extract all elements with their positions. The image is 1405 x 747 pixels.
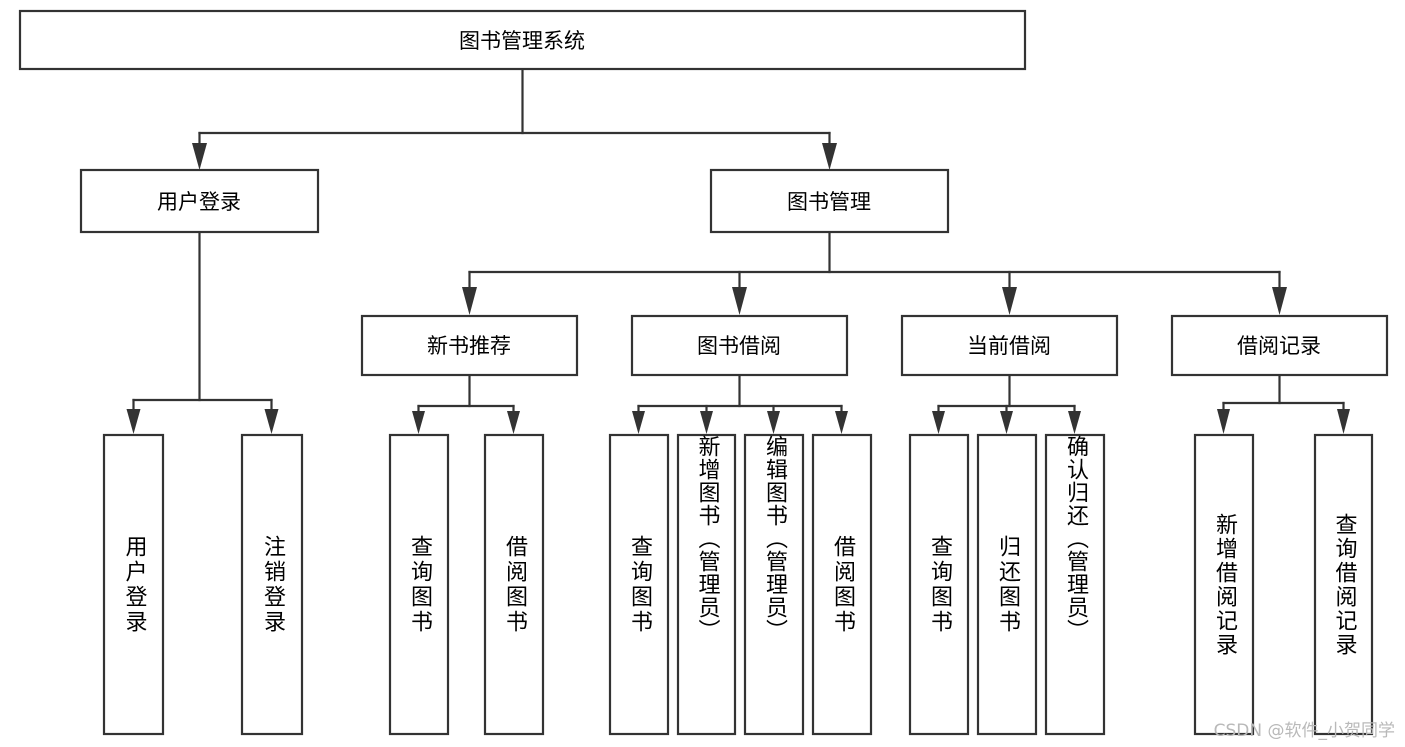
node-leaf-query-record-label: 查询借阅记录 [1331, 512, 1357, 657]
arrowhead-leaf-logout-login [264, 409, 279, 434]
node-leaf-confirm-return-label: 确认归还（管理员） [1063, 435, 1088, 642]
node-book-manage-box[interactable] [709, 168, 950, 234]
node-book-borrow[interactable]: 图书借阅 [630, 314, 849, 377]
arrowhead-current-borrow [1002, 287, 1017, 315]
node-root-box[interactable] [18, 9, 1027, 71]
node-leaf-user-login-label: 用户登录 [121, 534, 147, 635]
node-new-book-recommend[interactable]: 新书推荐 [360, 314, 579, 377]
arrowhead-book-borrow [732, 287, 747, 315]
arrowhead-leaf-query-record [1337, 409, 1350, 434]
node-user-login[interactable]: 用户登录 [79, 168, 320, 234]
arrowhead-leaf-edit-book [767, 411, 780, 434]
node-book-manage-label: 图书管理 [787, 190, 871, 214]
node-book-borrow-box[interactable] [630, 314, 849, 377]
node-leaf-borrow-book-2-box[interactable] [811, 433, 873, 736]
node-leaf-logout-login[interactable]: 注销登录 [240, 433, 304, 736]
node-leaf-logout-login-box[interactable] [240, 433, 304, 736]
node-user-login-box[interactable] [79, 168, 320, 234]
arrowhead-book-manage [822, 143, 837, 170]
node-leaf-borrow-book-2[interactable]: 借阅图书 [811, 433, 873, 736]
node-leaf-add-book-box[interactable] [676, 433, 737, 736]
arrowhead-leaf-borrow-book-1 [507, 411, 520, 434]
node-book-manage[interactable]: 图书管理 [709, 168, 950, 234]
node-root[interactable]: 图书管理系统 [18, 9, 1027, 71]
node-leaf-query-book-3-box[interactable] [908, 433, 970, 736]
node-leaf-add-record-box[interactable] [1193, 433, 1255, 736]
node-leaf-user-login-box[interactable] [102, 433, 165, 736]
node-current-borrow-label: 当前借阅 [967, 334, 1051, 358]
arrowhead-leaf-confirm-return [1068, 411, 1081, 434]
node-leaf-logout-login-label: 注销登录 [260, 534, 285, 635]
arrowhead-borrow-record [1272, 287, 1287, 315]
arrowhead-user-login [192, 143, 207, 170]
arrowhead-leaf-query-book-2 [632, 411, 645, 434]
node-root-label: 图书管理系统 [459, 29, 585, 53]
node-leaf-query-record-box[interactable] [1313, 433, 1374, 736]
node-leaf-add-book[interactable]: 新增图书（管理员） [676, 433, 737, 736]
arrowhead-new-book-recommend [462, 287, 477, 315]
node-leaf-edit-book-box[interactable] [743, 433, 805, 736]
node-borrow-record-box[interactable] [1170, 314, 1389, 377]
connector-layer [126, 67, 1350, 434]
arrowhead-leaf-user-login [126, 409, 141, 434]
node-current-borrow[interactable]: 当前借阅 [900, 314, 1119, 377]
node-leaf-query-record[interactable]: 查询借阅记录 [1313, 433, 1374, 736]
arrowhead-leaf-add-book [700, 411, 713, 434]
node-current-borrow-box[interactable] [900, 314, 1119, 377]
node-leaf-add-record-label: 新增借阅记录 [1212, 512, 1237, 657]
node-leaf-return-book-label: 归还图书 [995, 534, 1020, 635]
node-leaf-edit-book-label: 编辑图书（管理员） [762, 435, 787, 642]
arrowhead-leaf-query-book-1 [412, 411, 425, 434]
node-new-book-recommend-label: 新书推荐 [427, 334, 511, 358]
node-leaf-query-book-1-label: 查询图书 [407, 534, 432, 635]
arrowhead-leaf-return-book [1000, 411, 1013, 434]
node-leaf-query-book-2[interactable]: 查询图书 [608, 433, 670, 736]
node-leaf-borrow-book-1[interactable]: 借阅图书 [483, 433, 545, 736]
node-leaf-borrow-book-1-box[interactable] [483, 433, 545, 736]
node-book-borrow-label: 图书借阅 [697, 334, 781, 358]
node-leaf-query-book-3-label: 查询图书 [927, 534, 952, 635]
node-leaf-query-book-1[interactable]: 查询图书 [388, 433, 450, 736]
node-leaf-return-book[interactable]: 归还图书 [976, 433, 1038, 736]
node-leaf-borrow-book-2-label: 借阅图书 [830, 534, 855, 635]
arrowhead-leaf-borrow-book-2 [835, 411, 848, 434]
node-borrow-record-label: 借阅记录 [1237, 334, 1321, 358]
node-new-book-recommend-box[interactable] [360, 314, 579, 377]
node-leaf-query-book-1-box[interactable] [388, 433, 450, 736]
node-leaf-edit-book[interactable]: 编辑图书（管理员） [743, 433, 805, 736]
node-leaf-borrow-book-1-label: 借阅图书 [502, 534, 527, 635]
node-leaf-confirm-return-box[interactable] [1044, 433, 1106, 736]
node-leaf-query-book-3[interactable]: 查询图书 [908, 433, 970, 736]
node-leaf-query-book-2-label: 查询图书 [627, 534, 652, 635]
node-leaf-confirm-return[interactable]: 确认归还（管理员） [1044, 433, 1106, 736]
node-leaf-add-book-label: 新增图书（管理员） [694, 435, 720, 642]
node-leaf-add-record[interactable]: 新增借阅记录 [1193, 433, 1255, 736]
node-leaf-query-book-2-box[interactable] [608, 433, 670, 736]
node-leaf-user-login[interactable]: 用户登录 [102, 433, 165, 736]
node-leaf-return-book-box[interactable] [976, 433, 1038, 736]
arrowhead-leaf-query-book-3 [932, 411, 945, 434]
node-borrow-record[interactable]: 借阅记录 [1170, 314, 1389, 377]
arrowhead-leaf-add-record [1217, 409, 1230, 434]
node-user-login-label: 用户登录 [157, 190, 241, 214]
